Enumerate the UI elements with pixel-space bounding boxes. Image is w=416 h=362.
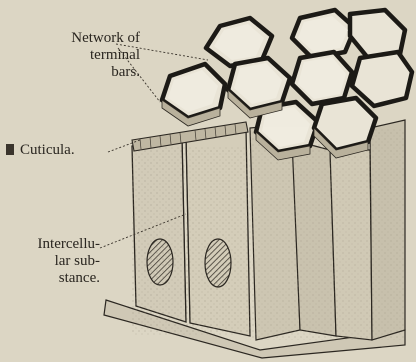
label-intercellular-substance: Intercellu- lar sub- stance. bbox=[4, 236, 100, 287]
label-cuticula: Cuticula. bbox=[6, 142, 75, 159]
nucleus bbox=[205, 239, 231, 287]
cuticula-marker bbox=[6, 144, 14, 155]
label-line: terminal bbox=[4, 47, 140, 64]
nucleus bbox=[147, 239, 173, 285]
label-text: Cuticula. bbox=[20, 142, 75, 158]
label-line: Network of bbox=[4, 30, 140, 47]
label-line: bars. bbox=[4, 64, 140, 81]
cell-top bbox=[352, 52, 412, 106]
label-line: Intercellu- bbox=[4, 236, 100, 253]
label-line: stance. bbox=[4, 270, 100, 287]
label-line: lar sub- bbox=[4, 253, 100, 270]
label-terminal-bars: Network of terminal bars. bbox=[4, 30, 140, 81]
